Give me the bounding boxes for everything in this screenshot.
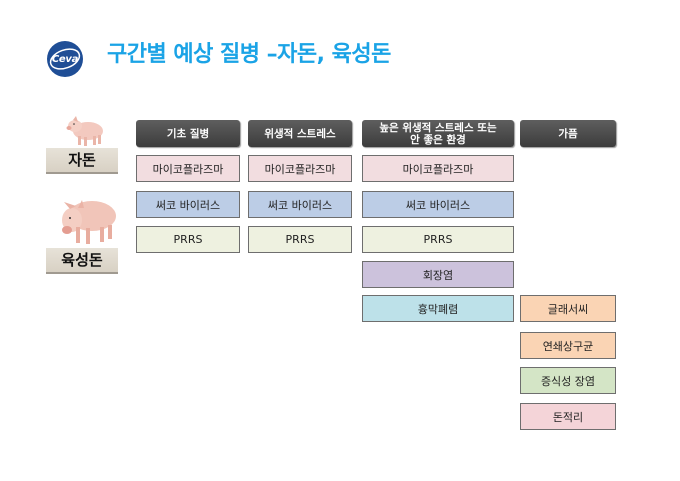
cell-col2-prrs: PRRS: [248, 226, 352, 253]
cell-col3-ileitis: 회장염: [362, 261, 514, 288]
cell-col4-proliferative-enteritis: 증식성 장염: [520, 367, 616, 394]
cell-col1-mycoplasma: 마이코플라즈마: [136, 155, 240, 182]
cell-col3-prrs: PRRS: [362, 226, 514, 253]
grower-pig-image: [62, 200, 116, 244]
cell-col3-pleuropneumonia: 흉막폐렴: [362, 295, 514, 322]
cell-col3-mycoplasma: 마이코플라즈마: [362, 155, 514, 182]
cell-col1-circovirus: 써코 바이러스: [136, 191, 240, 218]
cell-col2-circovirus: 써코 바이러스: [248, 191, 352, 218]
header-high-stress: 높은 위생적 스트레스 또는 안 좋은 환경: [362, 120, 514, 147]
cell-col4-glasser: 글래서씨: [520, 295, 616, 322]
stage-label-grower: 육성돈: [46, 248, 118, 274]
page-title: 구간별 예상 질병 –자돈, 육성돈: [107, 42, 391, 67]
cell-col3-circovirus: 써코 바이러스: [362, 191, 514, 218]
header-extra: 가픔: [520, 120, 616, 147]
cell-col4-streptococcus: 연쇄상구균: [520, 332, 616, 359]
piglet-image: [66, 116, 103, 146]
cell-col2-mycoplasma: 마이코플라즈마: [248, 155, 352, 182]
logo-text: Ceva: [51, 53, 79, 65]
cell-col1-prrs: PRRS: [136, 226, 240, 253]
stage-label-piglet: 자돈: [46, 148, 118, 174]
header-basic-disease: 기초 질병: [136, 120, 240, 147]
cell-col4-swine-dysentery: 돈적리: [520, 403, 616, 430]
header-hygiene-stress: 위생적 스트레스: [248, 120, 352, 147]
ceva-logo: Ceva: [47, 41, 83, 77]
